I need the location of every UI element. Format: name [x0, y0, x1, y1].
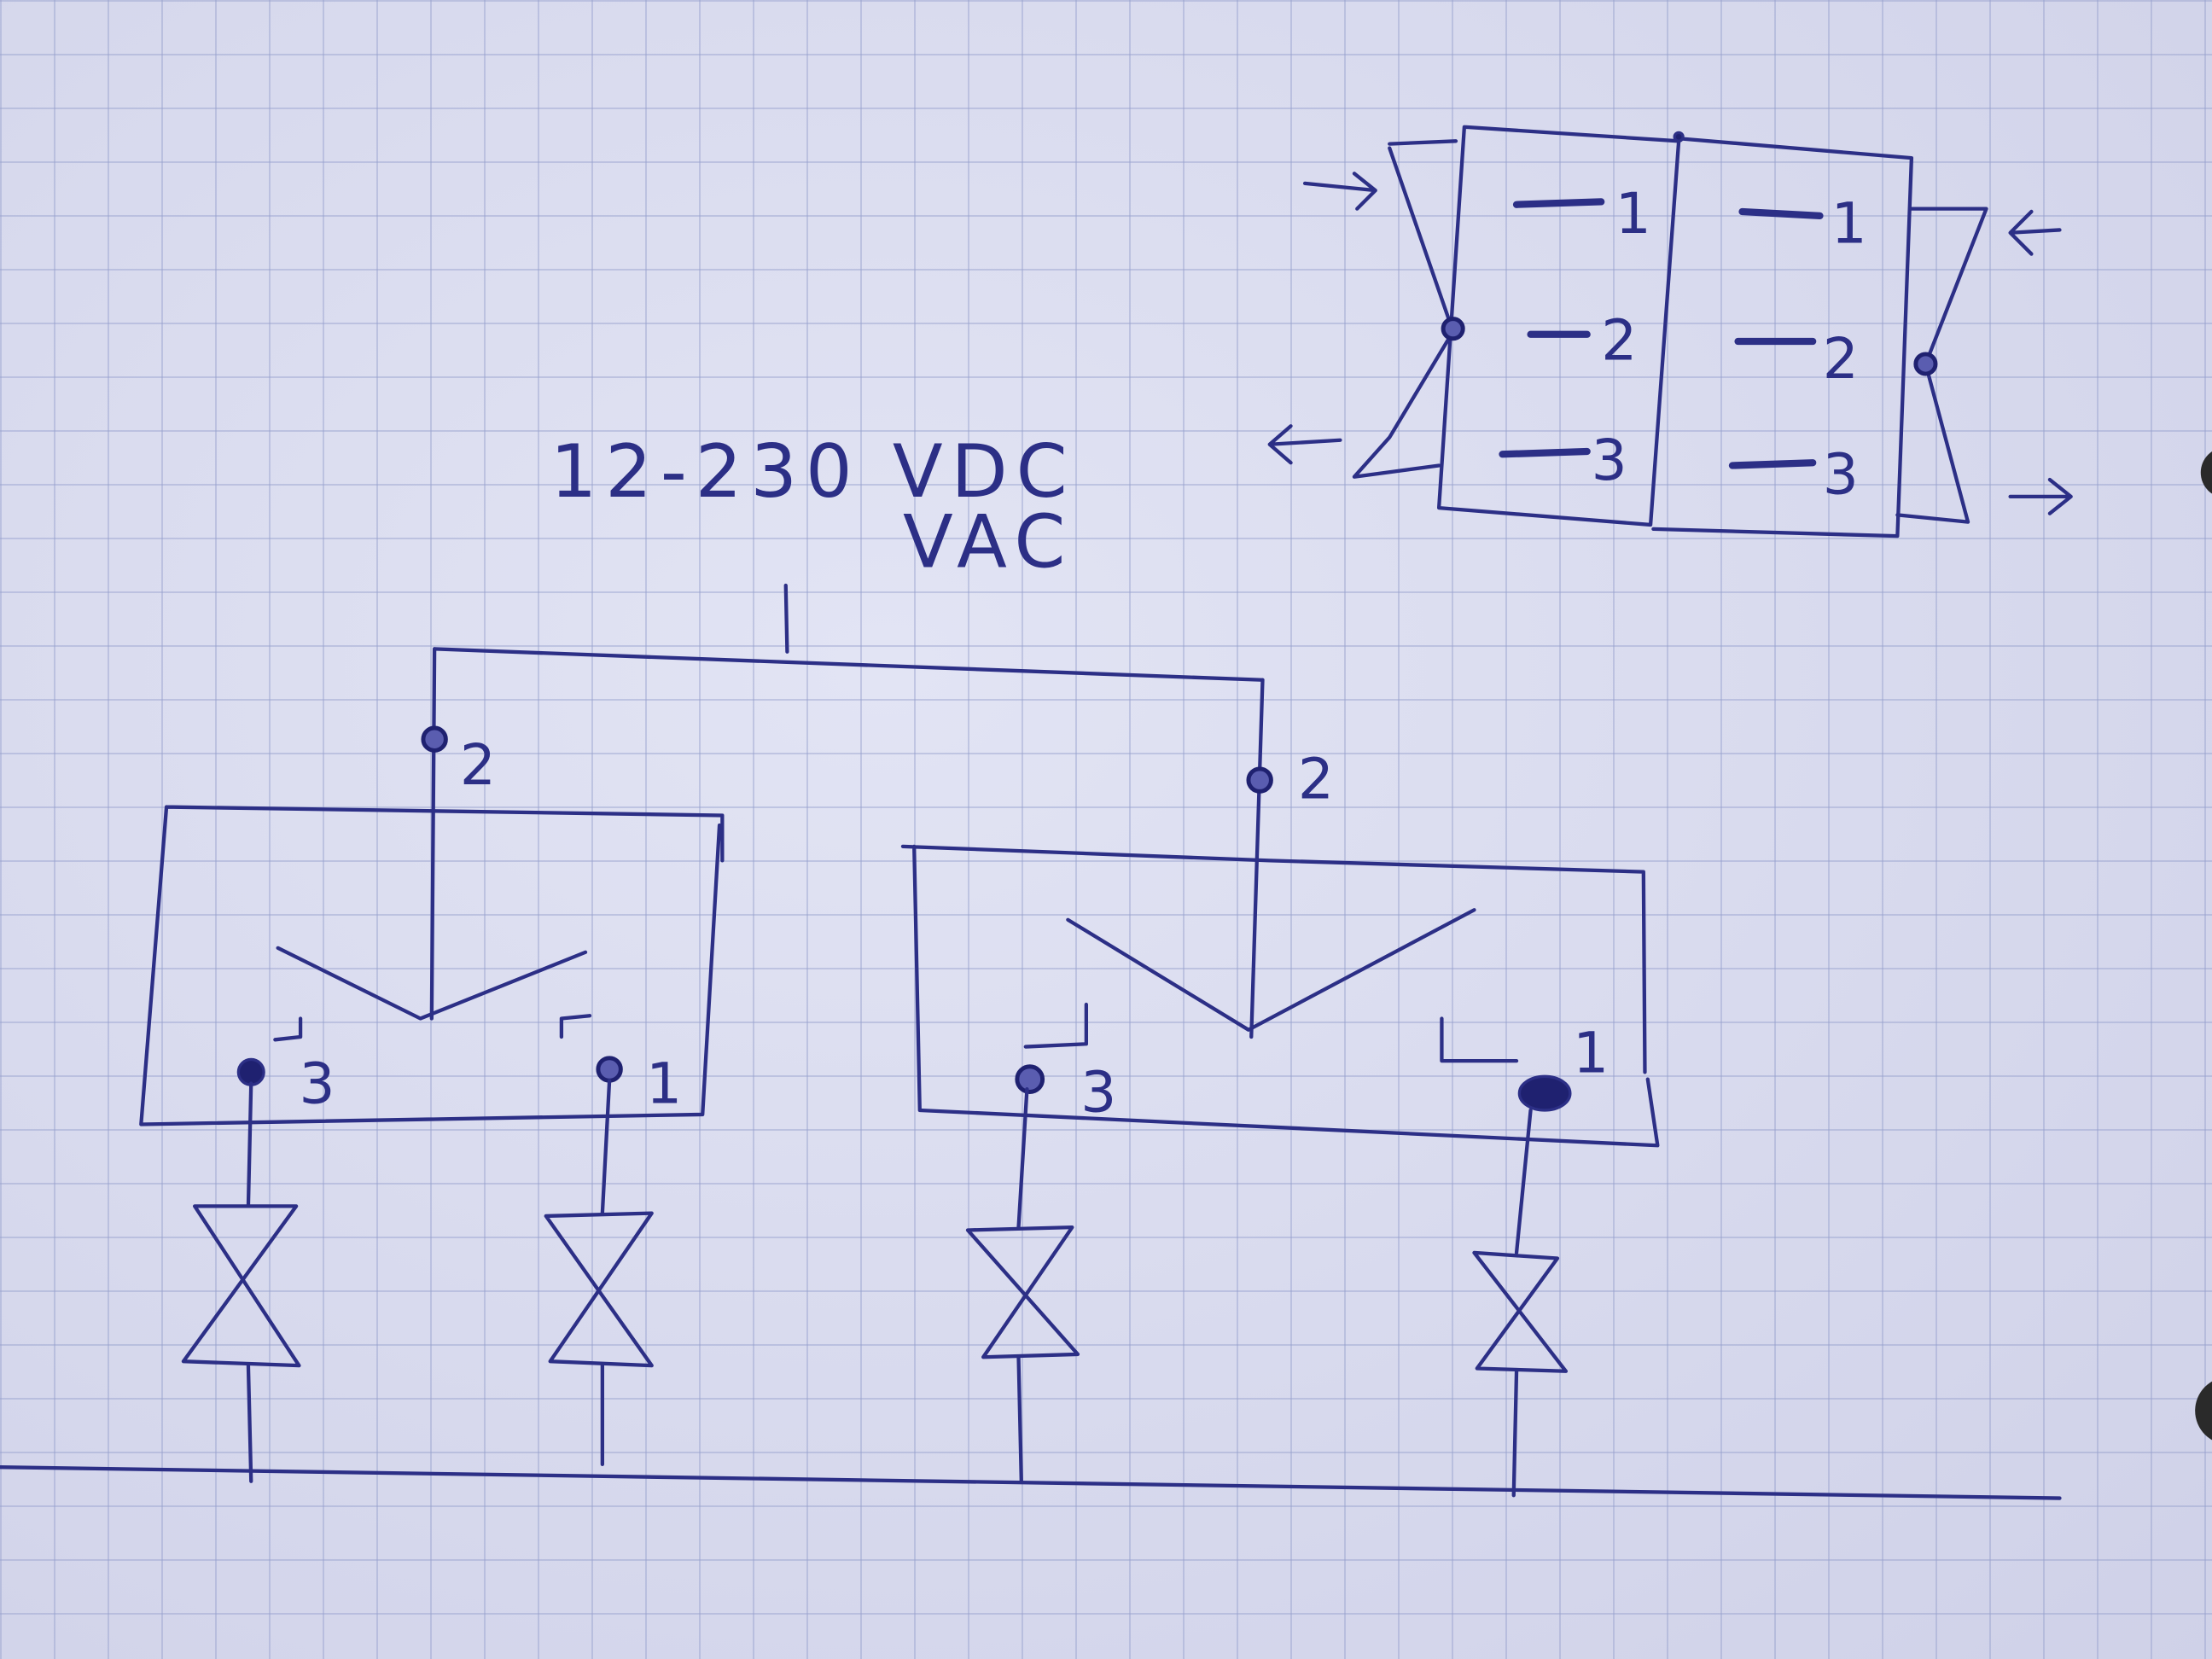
supply-bus	[432, 583, 1265, 682]
binder-hole	[2200, 451, 2212, 494]
arrow-out-icon	[1267, 424, 1342, 465]
connector-right-pin-3: 3	[1823, 442, 1859, 508]
right-switch: 2 3 1	[900, 678, 1660, 1148]
voltage-range-label: 12-230 VDC	[550, 429, 1076, 515]
terminal-3-left	[236, 1057, 265, 1086]
right-terminal-1-label: 1	[1573, 1020, 1609, 1086]
left-switch: 2 3 1	[139, 647, 725, 1126]
connector-right-pin-2: 2	[1823, 326, 1859, 392]
valve-2	[544, 1211, 654, 1368]
connector-left-pin-1: 1	[1615, 181, 1651, 247]
terminal-1-left	[596, 1056, 623, 1083]
binder-hole	[2195, 1381, 2212, 1441]
arrow-in-icon	[2008, 209, 2062, 256]
valve-4	[1472, 1250, 1569, 1373]
terminal-2-right	[1246, 766, 1273, 794]
terminal-3-right	[1015, 1064, 1045, 1094]
terminal-1-right	[1517, 1074, 1572, 1112]
valve-1	[181, 1204, 301, 1368]
left-terminal-2-label: 2	[460, 732, 496, 798]
right-terminal-3-label: 3	[1080, 1060, 1116, 1126]
connector-left-pin-3: 3	[1592, 428, 1627, 493]
left-terminal-1-label: 1	[646, 1051, 682, 1117]
arrow-in-icon	[1302, 172, 1377, 211]
right-terminal-2-label: 2	[1298, 747, 1334, 812]
voltage-ac-label: VAC	[903, 500, 1074, 585]
arrow-out-icon	[2008, 477, 2073, 515]
left-terminal-3-label: 3	[299, 1051, 335, 1117]
connector-diagram: 1 2 3 1 2 3	[1267, 125, 2073, 538]
return-bus	[0, 1465, 2062, 1500]
connector-right-pin-1: 1	[1831, 190, 1867, 256]
valve-3	[965, 1225, 1080, 1359]
terminal-2-left	[421, 725, 448, 753]
connector-left-pin-2: 2	[1601, 308, 1637, 374]
